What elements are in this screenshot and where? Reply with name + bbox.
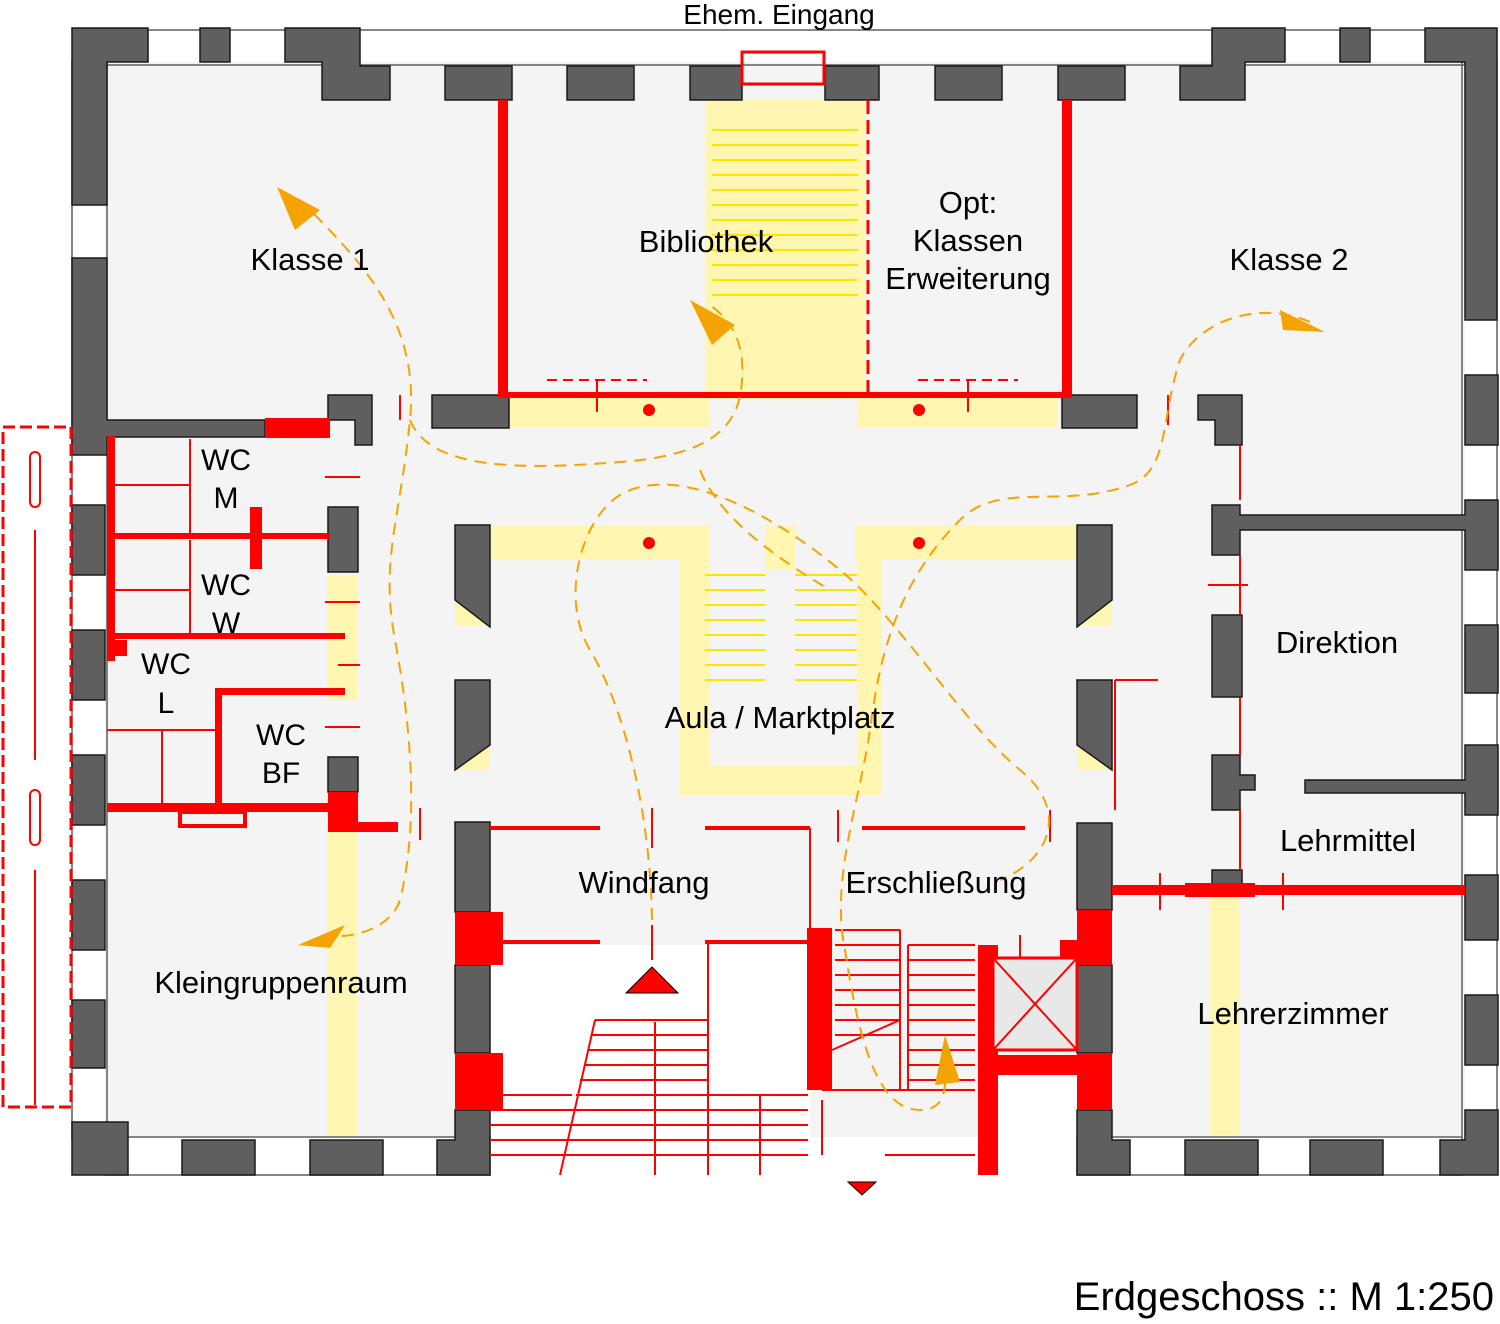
- label-lehrmittel: Lehrmittel: [1280, 823, 1416, 858]
- label-aula: Aula / Marktplatz: [665, 700, 896, 735]
- arrow-to-klasse1: [277, 187, 320, 230]
- label-bibliothek: Bibliothek: [639, 224, 774, 259]
- label-opt-line3: Erweiterung: [885, 261, 1050, 296]
- label-wc-bf-2: BF: [262, 757, 300, 790]
- stair-lines-yellow: [705, 129, 858, 681]
- label-wc-w-2: W: [212, 607, 241, 640]
- label-opt-line2: Klassen: [913, 223, 1023, 258]
- label-old-entrance: Ehem. Eingang: [683, 0, 874, 30]
- label-direktion: Direktion: [1276, 625, 1398, 660]
- label-lehrerzimmer: Lehrerzimmer: [1197, 996, 1388, 1031]
- red-markers: [624, 404, 925, 1196]
- label-wc-l-2: L: [158, 687, 175, 720]
- label-wc-bf-1: WC: [256, 719, 306, 752]
- label-wc-w-1: WC: [201, 569, 251, 602]
- label-erschliessung: Erschließung: [846, 865, 1027, 900]
- arrow-to-kleingruppenraum: [298, 925, 345, 948]
- label-kleingruppenraum: Kleingruppenraum: [154, 965, 407, 1000]
- arrow-to-klasse2: [1280, 310, 1325, 332]
- arrowheads: [277, 187, 1325, 1085]
- circulation-paths: [299, 199, 1311, 1112]
- plan-title: Erdgeschoss :: M 1:250: [1073, 1275, 1494, 1319]
- room-labels: Ehem. Eingang Klasse 1 Bibliothek Opt: K…: [141, 0, 1416, 1031]
- label-wc-l-1: WC: [141, 648, 191, 681]
- label-windfang: Windfang: [579, 865, 710, 900]
- label-klasse1: Klasse 1: [251, 242, 370, 277]
- red-linework: [1, 50, 1284, 1176]
- label-klasse2: Klasse 2: [1230, 242, 1349, 277]
- arrow-to-stair: [935, 1035, 960, 1085]
- arrow-to-bibliothek: [690, 300, 735, 345]
- label-wc-m-1: WC: [201, 444, 251, 477]
- label-wc-m-2: M: [214, 482, 239, 515]
- label-opt-line1: Opt:: [939, 185, 998, 220]
- walls: [71, 27, 1499, 1176]
- new-walls-red: [107, 100, 1465, 1175]
